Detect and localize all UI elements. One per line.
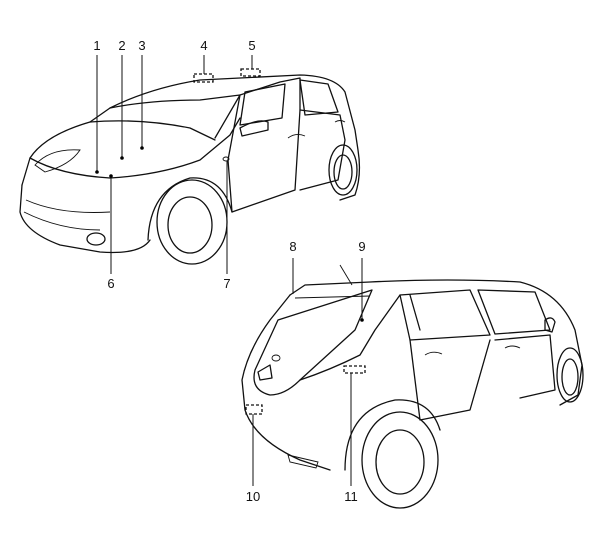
callout-2: 2 — [118, 38, 126, 53]
callout-6: 6 — [107, 276, 115, 291]
callout-8: 8 — [289, 239, 297, 254]
rear-vehicle-illustration — [241, 264, 584, 509]
callout-10: 10 — [245, 489, 261, 504]
callout-1: 1 — [93, 38, 101, 53]
callout-7: 7 — [223, 276, 231, 291]
callout-4: 4 — [200, 38, 208, 53]
callout-9: 9 — [358, 239, 366, 254]
callout-11: 11 — [344, 489, 358, 504]
callout-3: 3 — [138, 38, 146, 53]
callout-leaders — [95, 55, 366, 486]
front-vehicle-illustration — [19, 74, 361, 265]
callout-5: 5 — [248, 38, 256, 53]
